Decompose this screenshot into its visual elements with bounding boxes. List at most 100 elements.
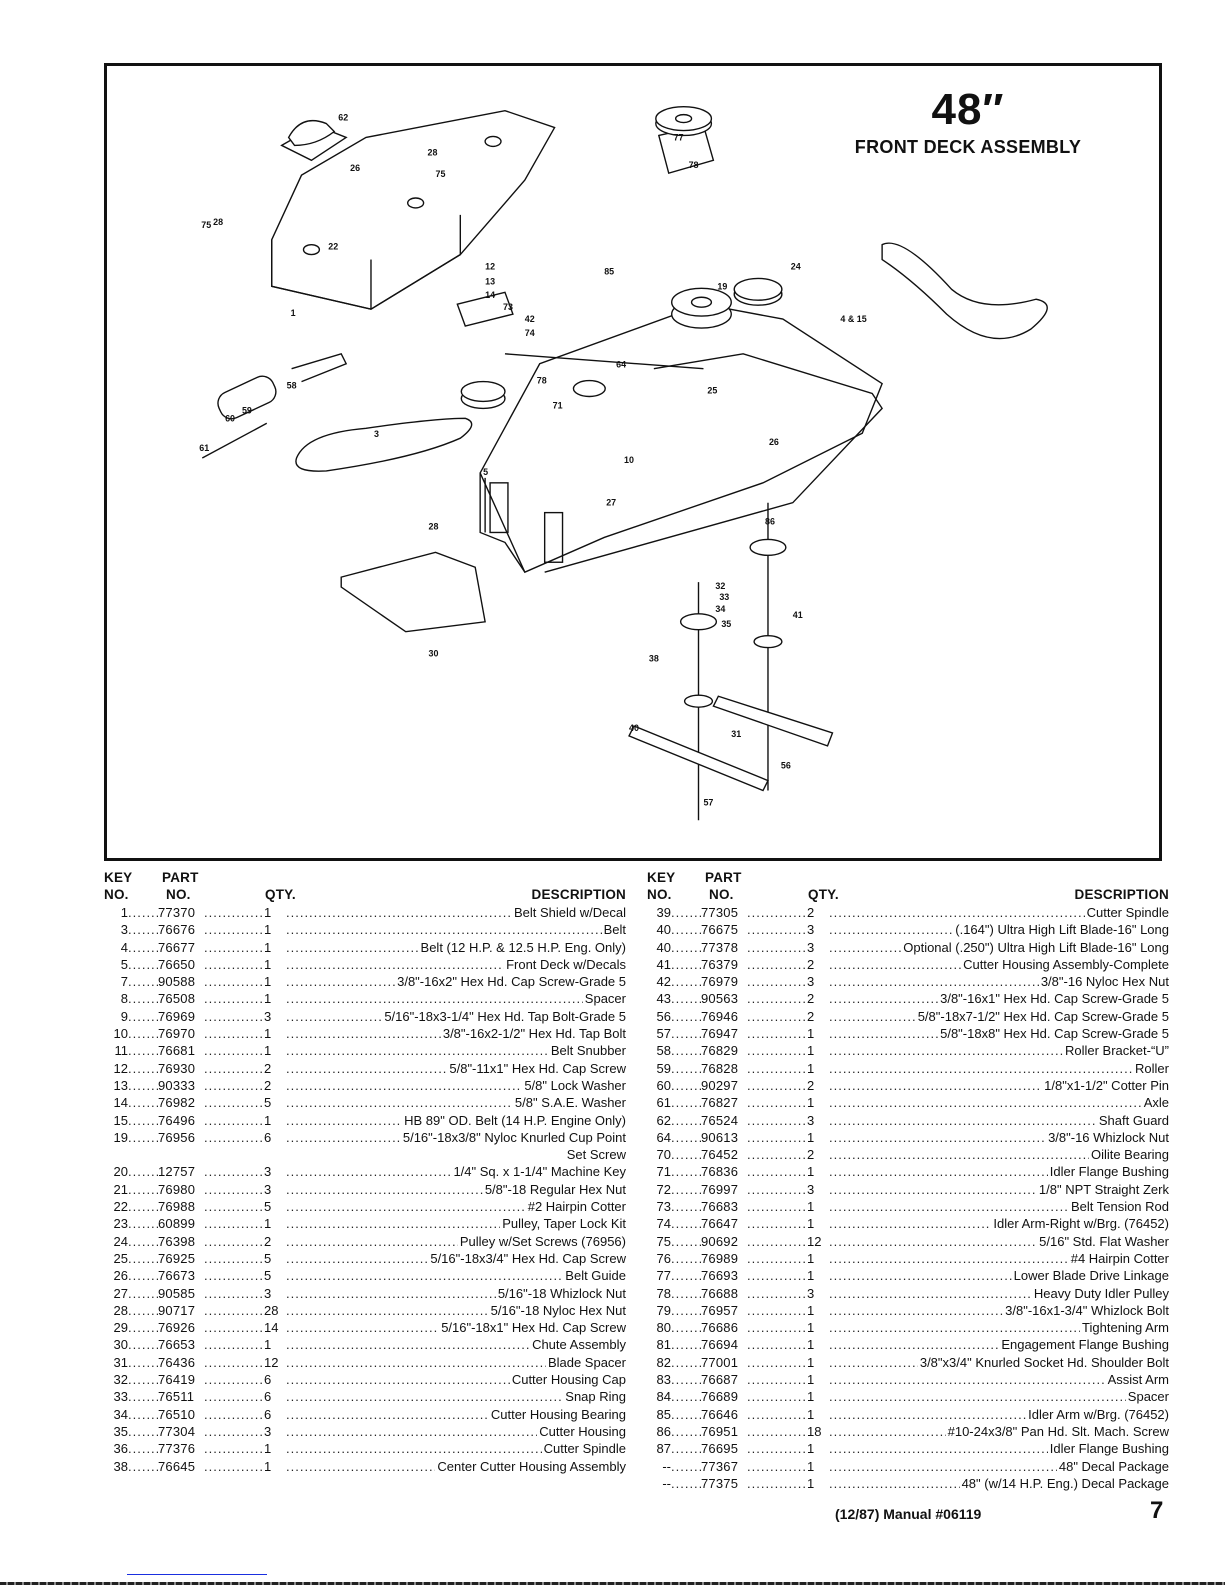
leader bbox=[829, 939, 901, 956]
leader bbox=[747, 1319, 807, 1336]
part-number: 76452 bbox=[701, 1147, 739, 1163]
header-key: KEY bbox=[104, 870, 133, 885]
front-deck-shape bbox=[479, 303, 883, 574]
key-number: 85 bbox=[656, 1406, 671, 1422]
quantity: 1 bbox=[807, 1320, 815, 1336]
leader bbox=[128, 1285, 158, 1302]
parts-row: 3766761Belt bbox=[104, 921, 626, 938]
part-number: 77376 bbox=[158, 1441, 196, 1457]
key-number: 3 bbox=[120, 922, 128, 938]
part-number: 76677 bbox=[158, 939, 196, 955]
key-number: 79 bbox=[656, 1302, 671, 1318]
leader bbox=[747, 1440, 807, 1457]
leader bbox=[671, 1354, 701, 1371]
leader bbox=[671, 1267, 701, 1284]
key-number: 40 bbox=[656, 939, 671, 955]
parts-row: 147698255/8" S.A.E. Washer bbox=[104, 1094, 626, 1111]
deck-assembly-drawing: 62 26 28 75 75 28 22 1 12 13 14 73 42 74… bbox=[199, 105, 1048, 821]
description: Snap Ring bbox=[565, 1389, 626, 1405]
leader bbox=[671, 904, 701, 921]
belt-3-shape bbox=[295, 417, 473, 472]
callout-28b: 28 bbox=[213, 217, 223, 227]
leader bbox=[747, 1060, 807, 1077]
description: Belt Tension Rod bbox=[1070, 1199, 1169, 1215]
quantity: 1 bbox=[264, 1216, 272, 1232]
leader bbox=[286, 904, 512, 921]
parts-row: 4766771Belt (12 H.P. & 12.5 H.P. Eng. On… bbox=[104, 939, 626, 956]
quantity: 6 bbox=[264, 1406, 272, 1422]
part-number: 76653 bbox=[158, 1337, 196, 1353]
leader bbox=[829, 1319, 1080, 1336]
callout-41: 41 bbox=[793, 610, 803, 620]
quantity: 1 bbox=[807, 1441, 815, 1457]
parts-row: 84766891Spacer bbox=[647, 1388, 1169, 1405]
leader bbox=[671, 1215, 701, 1232]
part-number: 76687 bbox=[701, 1372, 739, 1388]
leader bbox=[204, 1267, 264, 1284]
callout-5: 5 bbox=[483, 467, 488, 477]
description: Cutter Housing Cap bbox=[511, 1372, 626, 1388]
parts-row: 217698035/8"-18 Regular Hex Nut bbox=[104, 1181, 626, 1198]
parts-row: 97696935/16"-18x3-1/4" Hex Hd. Tap Bolt-… bbox=[104, 1008, 626, 1025]
part-number: 76970 bbox=[158, 1026, 196, 1042]
key-number: 75 bbox=[656, 1233, 671, 1249]
leader bbox=[128, 921, 158, 938]
leader bbox=[204, 904, 264, 921]
leader bbox=[286, 1440, 542, 1457]
callout-12: 12 bbox=[485, 261, 495, 271]
leader bbox=[747, 1025, 807, 1042]
leader bbox=[204, 1319, 264, 1336]
leader bbox=[286, 1354, 546, 1371]
link-underline[interactable] bbox=[127, 1574, 267, 1575]
parts-row: 567694625/8"-18x7-1/2" Hex Hd. Cap Screw… bbox=[647, 1008, 1169, 1025]
leader bbox=[204, 1388, 264, 1405]
description: Belt Guide bbox=[565, 1268, 626, 1284]
key-number: 7 bbox=[120, 974, 128, 990]
leader bbox=[747, 1077, 807, 1094]
description: 3/8"-16x2" Hex Hd. Cap Screw-Grade 5 bbox=[397, 974, 626, 990]
callout-28: 28 bbox=[428, 147, 438, 157]
key-number: 40 bbox=[656, 922, 671, 938]
leader bbox=[286, 1025, 441, 1042]
key-number: 15 bbox=[113, 1112, 128, 1128]
quantity: 2 bbox=[807, 1008, 815, 1024]
description: Idler Flange Bushing bbox=[1049, 1441, 1169, 1457]
key-number: 81 bbox=[656, 1337, 671, 1353]
leader bbox=[204, 1285, 264, 1302]
quantity: 1 bbox=[807, 1216, 815, 1232]
leader bbox=[286, 1129, 401, 1146]
description: Cutter Spindle bbox=[1086, 905, 1169, 920]
callout-56: 56 bbox=[781, 761, 791, 771]
key-number: 86 bbox=[656, 1423, 671, 1439]
parts-row: 427697933/8"-16 Nyloc Hex Nut bbox=[647, 973, 1169, 990]
parts-row: 609029721/8"x1-1/2" Cotter Pin bbox=[647, 1077, 1169, 1094]
description: Lower Blade Drive Linkage bbox=[1013, 1268, 1169, 1284]
quantity: 18 bbox=[807, 1423, 822, 1439]
description: 5/16"-18x3/8" Nyloc Knurled Cup Point bbox=[402, 1129, 626, 1145]
quantity: 3 bbox=[264, 1423, 272, 1439]
leader bbox=[829, 1077, 1042, 1094]
key-number: 36 bbox=[113, 1441, 128, 1457]
blade-right-shape bbox=[712, 695, 834, 747]
leader bbox=[671, 1181, 701, 1198]
description: 3/8"x3/4" Knurled Socket Hd. Shoulder Bo… bbox=[919, 1354, 1169, 1370]
parts-row: 87766951Idler Flange Bushing bbox=[647, 1440, 1169, 1457]
parts-row: 35773043Cutter Housing bbox=[104, 1423, 626, 1440]
leader bbox=[829, 973, 1039, 990]
leader bbox=[829, 1302, 1003, 1319]
leader bbox=[671, 1302, 701, 1319]
page-title: FRONT DECK ASSEMBLY bbox=[854, 137, 1082, 157]
callout-19: 19 bbox=[717, 281, 727, 291]
quantity: 1 bbox=[264, 922, 272, 938]
key-number: 42 bbox=[656, 974, 671, 990]
leader bbox=[747, 956, 807, 973]
callout-57: 57 bbox=[703, 797, 713, 807]
description: 3/8"-16x1-3/4" Whizlock Bolt bbox=[1005, 1302, 1169, 1318]
leader bbox=[128, 956, 158, 973]
description: 48" Decal Package bbox=[1058, 1458, 1169, 1474]
parts-row: 197695665/16"-18x3/8" Nyloc Knurled Cup … bbox=[104, 1129, 626, 1146]
quantity: 5 bbox=[264, 1268, 272, 1284]
parts-row: 38766451Center Cutter Housing Assembly bbox=[104, 1458, 626, 1475]
leader bbox=[829, 904, 1085, 921]
description: Idler Flange Bushing bbox=[1049, 1164, 1169, 1180]
